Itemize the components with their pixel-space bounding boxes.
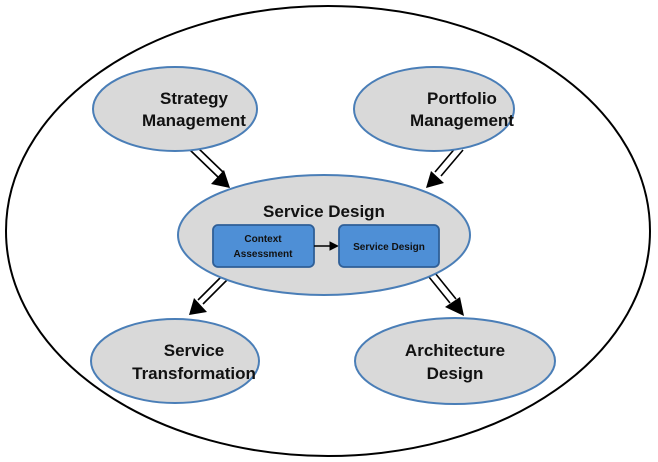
arrow-design-to-architecture xyxy=(428,272,464,316)
node-service-transformation: Service Transformation xyxy=(90,318,260,404)
svg-text:Service: Service xyxy=(164,341,225,360)
box-service-design-label: Service Design xyxy=(353,242,425,253)
arrow-strategy-to-design xyxy=(189,145,230,188)
portfolio-line-2: Management xyxy=(410,111,514,130)
svg-text:Management: Management xyxy=(142,111,246,130)
transformation-line-2: Transformation xyxy=(132,364,256,383)
arrow-portfolio-to-design xyxy=(426,145,464,188)
svg-text:Service Design: Service Design xyxy=(353,242,425,253)
box-context-assessment: Context Assessment xyxy=(212,224,315,268)
svg-text:Transformation: Transformation xyxy=(132,364,256,383)
architecture-line-2: Design xyxy=(427,364,484,383)
node-architecture-design: Architecture Design xyxy=(354,317,556,405)
portfolio-line-1: Portfolio xyxy=(427,89,497,108)
arrow-design-to-transformation xyxy=(189,275,228,315)
box-service-design: Service Design xyxy=(338,224,440,268)
architecture-line-1: Architecture xyxy=(405,341,505,360)
node-strategy-management: Strategy Management xyxy=(92,66,258,152)
box-context-line-1: Context xyxy=(244,234,282,245)
svg-text:Management: Management xyxy=(410,111,514,130)
node-service-design: Service Design Context Assessment Servic… xyxy=(177,174,471,296)
node-portfolio-management: Portfolio Management xyxy=(353,66,515,152)
svg-text:Assessment: Assessment xyxy=(234,249,294,260)
svg-text:Design: Design xyxy=(427,364,484,383)
svg-text:Portfolio: Portfolio xyxy=(427,89,497,108)
svg-text:Strategy: Strategy xyxy=(160,89,229,108)
box-context-line-2: Assessment xyxy=(234,249,294,260)
strategy-line-1: Strategy xyxy=(160,89,229,108)
svg-text:Service Design: Service Design xyxy=(263,202,385,221)
svg-text:Context: Context xyxy=(244,234,282,245)
svg-text:Architecture: Architecture xyxy=(405,341,505,360)
strategy-line-2: Management xyxy=(142,111,246,130)
center-title: Service Design xyxy=(263,202,385,221)
outer-boundary xyxy=(5,5,651,457)
transformation-line-1: Service xyxy=(164,341,225,360)
